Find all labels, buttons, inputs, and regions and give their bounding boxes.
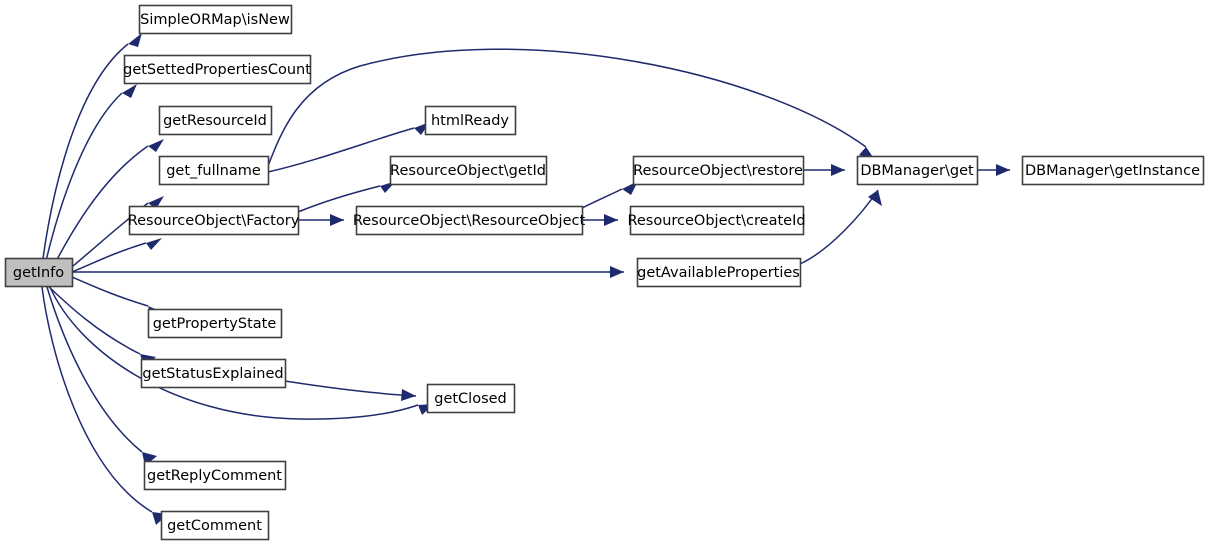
edge-getInfo-to-ResourceObject_Factory [71,238,162,273]
edge-line [799,189,879,265]
node-getInfo[interactable]: getInfo [4,257,74,288]
arrowhead-icon [868,190,882,206]
node-box[interactable] [856,155,979,186]
node-box[interactable] [424,105,517,136]
node-getPropertyState[interactable]: getPropertyState [147,308,283,339]
edge-DBManager_get-to-DBManager_getInstance [977,164,1010,176]
edge-line [297,185,381,213]
node-box[interactable] [636,257,802,288]
arrowhead-icon [330,214,344,226]
edge-line [39,43,129,286]
edge-ResourceObject_Factory-to-ResourceObject_ResourceObject [298,214,344,226]
node-getResourceId[interactable]: getResourceId [158,105,273,136]
arrowhead-icon [996,164,1010,176]
node-box[interactable] [355,205,584,236]
edge-line [41,286,153,513]
node-getStatusExplained[interactable]: getStatusExplained [140,358,287,389]
node-getClosed[interactable]: getClosed [426,383,516,414]
arrowhead-icon [146,238,162,250]
node-htmlReady[interactable]: htmlReady [424,105,517,136]
node-DBManager_getInstance[interactable]: DBManager\getInstance [1021,155,1205,186]
arrowhead-icon [401,389,416,401]
node-box[interactable] [158,155,270,186]
edge-line [49,286,419,420]
node-getSettedPropertiesCount[interactable]: getSettedPropertiesCount [123,54,312,85]
node-box[interactable] [138,4,293,35]
edge-get_fullname-to-DBManager_get [267,48,875,167]
arrowhead-icon [831,164,845,176]
edge-line [46,286,143,453]
node-get_fullname[interactable]: get_fullname [158,155,270,186]
edge-getInfo-to-getReplyComment [46,286,157,466]
edge-getStatusExplained-to-getClosed [284,380,417,401]
edge-line [581,188,623,209]
edge-ResourceObject_restore-to-DBManager_get [803,164,845,176]
node-box[interactable] [389,155,548,186]
edge-line [267,127,415,173]
node-ResourceObject_getId[interactable]: ResourceObject\getId [389,155,548,186]
edge-line [71,276,149,307]
node-box[interactable] [140,358,287,389]
node-box[interactable] [4,257,74,288]
node-ResourceObject_ResourceObject[interactable]: ResourceObject\ResourceObject [353,205,586,236]
node-box[interactable] [1021,155,1205,186]
arrowhead-icon [148,139,164,152]
node-SimpleORMap_isNew[interactable]: SimpleORMap\isNew [138,4,293,35]
edge-ResourceObject_ResourceObject-to-ResourceObject_restore [581,181,638,209]
edge-line [71,242,147,273]
edge-getAvailableProperties-to-DBManager_get [799,189,882,265]
edge-getInfo-to-getStatusExplained [47,285,156,367]
node-getComment[interactable]: getComment [160,510,270,541]
node-box[interactable] [632,155,805,186]
node-ResourceObject_Factory[interactable]: ResourceObject\Factory [128,205,300,236]
node-box[interactable] [143,460,287,491]
edge-getInfo-to-getAvailableProperties [72,266,624,278]
node-box[interactable] [158,105,273,136]
edge-line [284,380,417,397]
node-box[interactable] [629,205,805,236]
node-ResourceObject_restore[interactable]: ResourceObject\restore [632,155,805,186]
node-getReplyComment[interactable]: getReplyComment [143,460,287,491]
arrowhead-icon [128,33,142,47]
arrowhead-icon [610,266,624,278]
edge-ResourceObject_ResourceObject-to-ResourceObject_createId [582,214,618,226]
node-box[interactable] [123,54,312,85]
edge-getInfo-to-getClosed [49,286,434,420]
node-ResourceObject_createId[interactable]: ResourceObject\createId [627,205,806,236]
arrowhead-icon [604,214,618,226]
node-DBManager_get[interactable]: DBManager\get [856,155,979,186]
edge-getInfo-to-getSettedPropertiesCount [40,84,137,286]
node-box[interactable] [128,205,300,236]
edges-layer [39,33,1010,525]
edge-getInfo-to-SimpleORMap_isNew [39,33,142,286]
node-box[interactable] [160,510,270,541]
node-box[interactable] [426,383,516,414]
edge-line [267,48,867,167]
node-box[interactable] [147,308,283,339]
edge-line [47,285,141,355]
node-getAvailableProperties[interactable]: getAvailableProperties [636,257,802,288]
arrowhead-icon [122,84,137,98]
